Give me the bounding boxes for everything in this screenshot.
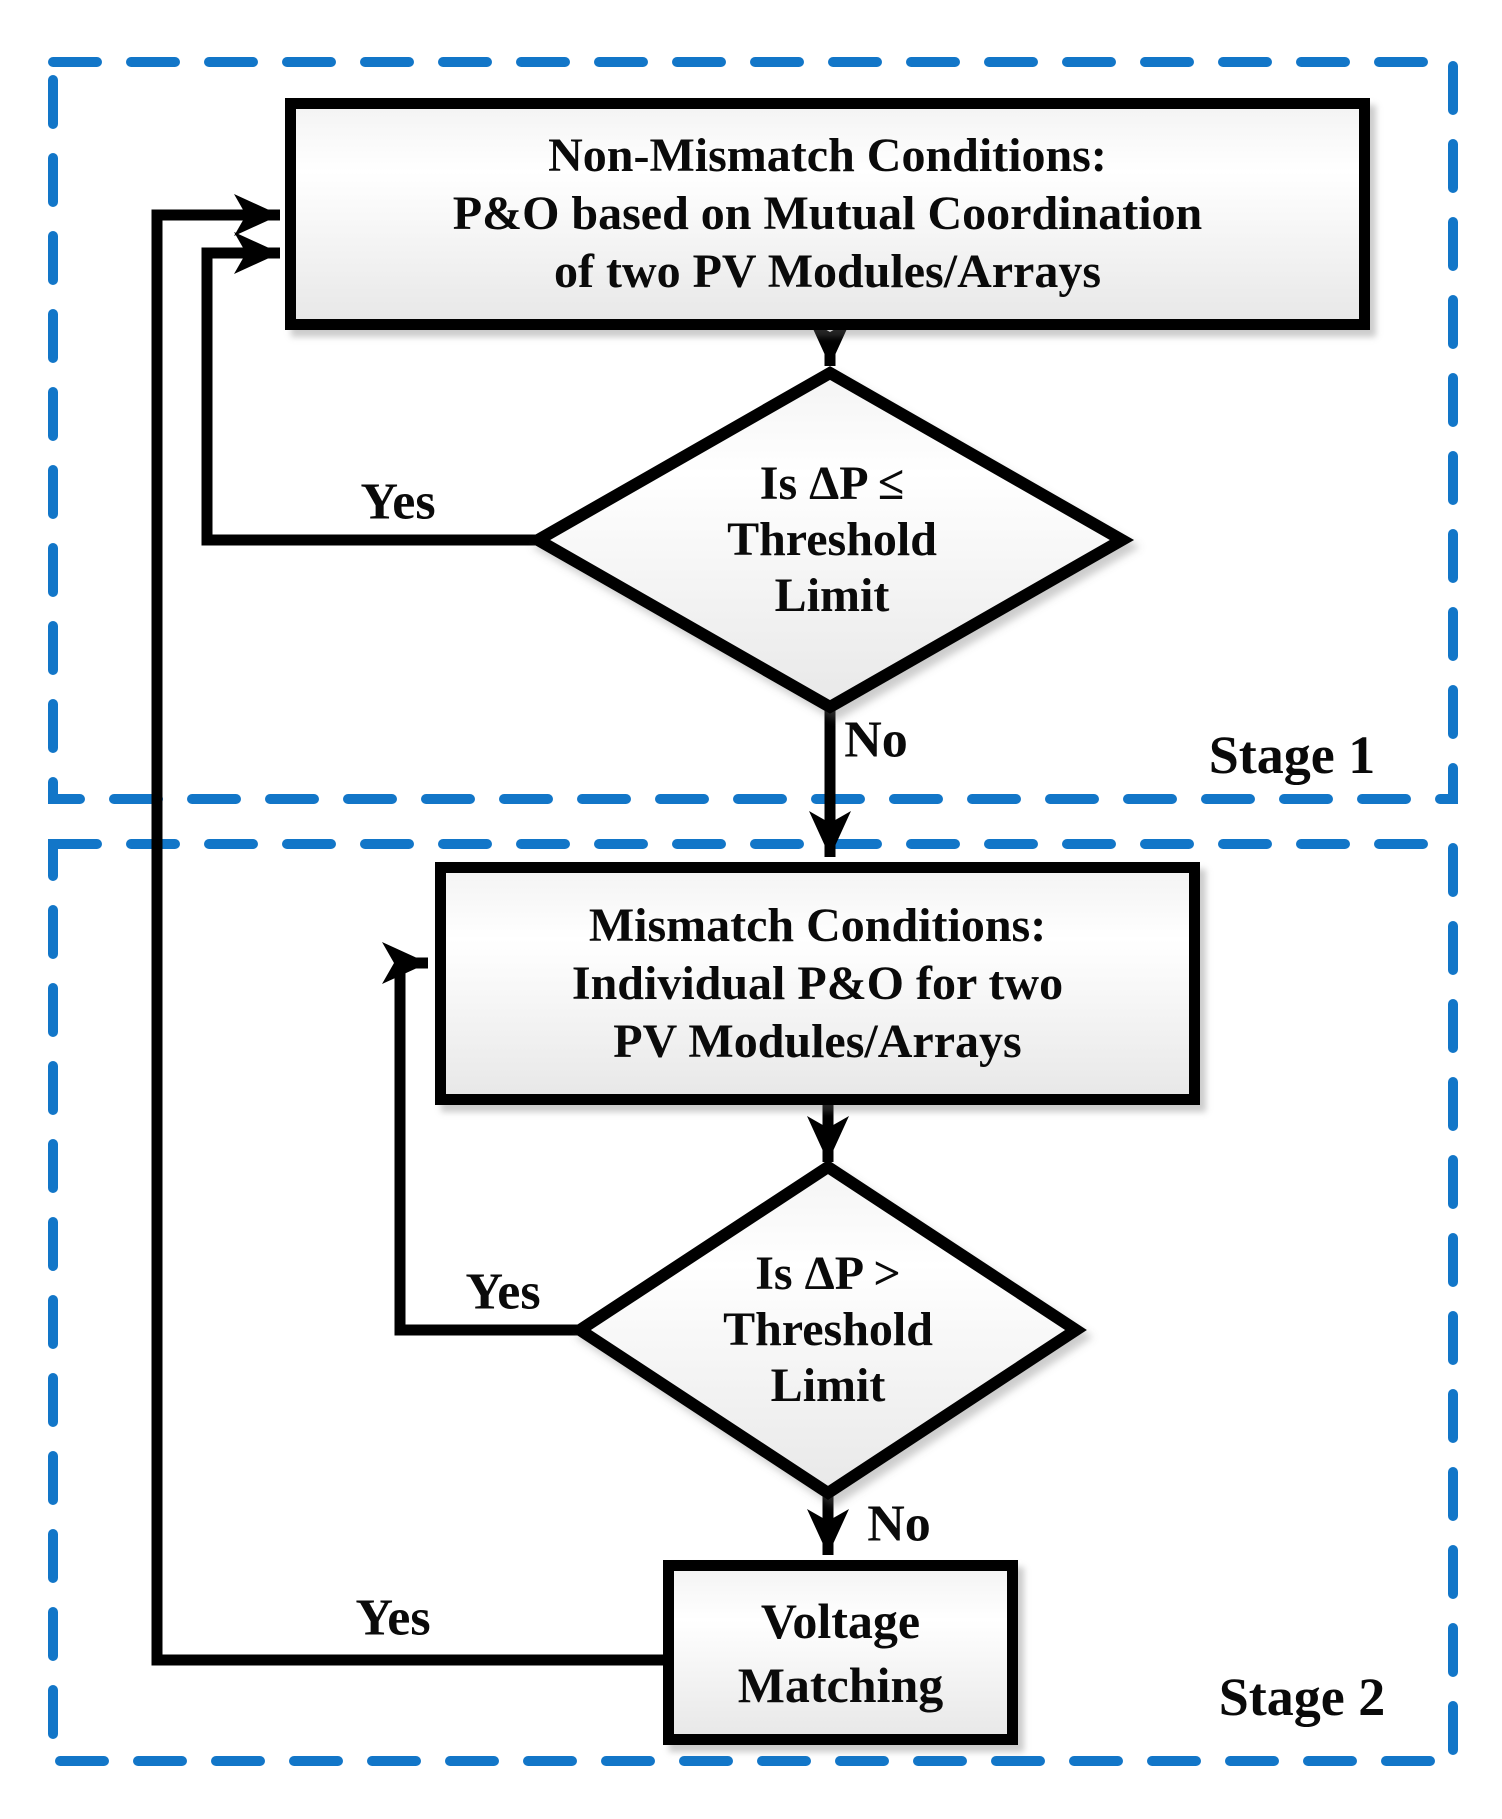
decision2-line2: Threshold (723, 1303, 933, 1356)
connector-voltage-matching-return (151, 194, 663, 1666)
stage2-label: Stage 2 (1218, 1667, 1386, 1727)
non-mismatch-line1: Non-Mismatch Conditions: (548, 129, 1107, 182)
voltage-matching-yes-label: Yes (355, 1589, 431, 1647)
stage1-label: Stage 1 (1208, 725, 1376, 785)
non-mismatch-box: Non-Mismatch Conditions: P&O based on Mu… (285, 98, 1370, 330)
decision1-line1: Is ΔP ≤ (759, 457, 905, 510)
decision1-text: Is ΔP ≤ Threshold Limit (612, 456, 1052, 624)
decision2-text: Is ΔP > Threshold Limit (608, 1246, 1048, 1414)
mismatch-box: Mismatch Conditions: Individual P&O for … (435, 862, 1200, 1105)
decision1-no-label: No (844, 711, 908, 769)
stage2-boundary (48, 839, 1458, 1766)
mismatch-line3: PV Modules/Arrays (613, 1014, 1022, 1068)
decision1-diamond (525, 366, 1135, 714)
connector-decision2-yes-loop (382, 942, 580, 1336)
decision2-line1: Is ΔP > (755, 1247, 901, 1300)
mismatch-line1: Mismatch Conditions: (588, 898, 1047, 952)
voltage-matching-line1: Voltage (760, 1592, 921, 1649)
decision1-line3: Limit (774, 569, 890, 622)
decision2-no-label: No (867, 1495, 931, 1553)
stage1-boundary (48, 57, 1458, 804)
decision2-diamond (569, 1159, 1087, 1501)
decision1-yes-label: Yes (360, 473, 436, 531)
connector-decision1-yes-loop (201, 232, 538, 546)
decision2-line3: Limit (770, 1359, 886, 1412)
decision2-yes-label: Yes (465, 1263, 541, 1321)
decision1-line2: Threshold (727, 513, 937, 566)
non-mismatch-line3: of two PV Modules/Arrays (553, 245, 1102, 298)
connector-group (151, 194, 851, 1666)
voltage-matching-line2: Matching (737, 1656, 944, 1713)
voltage-matching-box: Voltage Matching (663, 1560, 1018, 1745)
mismatch-line2: Individual P&O for two (571, 956, 1064, 1010)
non-mismatch-line2: P&O based on Mutual Coordination (452, 187, 1203, 240)
